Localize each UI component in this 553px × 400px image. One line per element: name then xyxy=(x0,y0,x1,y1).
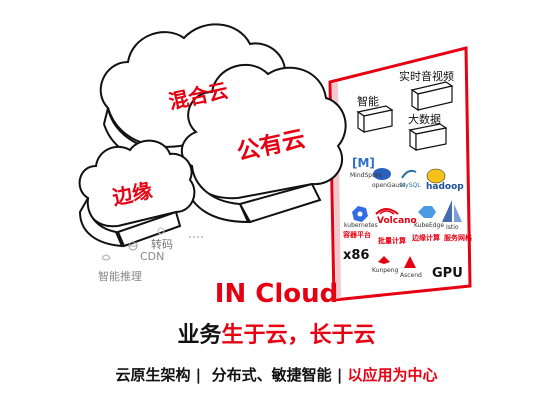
tagline: 云原生架构 | 分布式、敏捷智能 | 以应用为中心 xyxy=(0,364,553,385)
kubernetes-caption: kubernetes xyxy=(344,222,378,229)
edge-cloud xyxy=(78,139,196,228)
cdn-icon xyxy=(128,241,138,251)
slogan: 业务生于云，长于云 xyxy=(0,317,553,349)
volcano-caption: Volcano xyxy=(377,216,417,226)
kunpeng-icon xyxy=(378,256,390,264)
ai-inference-label: 智能推理 xyxy=(98,270,142,283)
mindspore-logo: [M] xyxy=(352,156,375,170)
realtime-av-label: 实时音视频 xyxy=(399,70,454,83)
kubeedge-caption: KubeEdge xyxy=(414,222,445,229)
hadoop-icon xyxy=(426,168,446,184)
kunpeng-label: Kunpeng xyxy=(372,267,399,274)
edge-compute-label: 边缘计算 xyxy=(412,234,440,242)
opengauss-icon xyxy=(373,168,391,180)
block-realtime-av xyxy=(410,81,454,112)
slogan-black: 业务 xyxy=(177,323,222,348)
container-platform-label: 容器平台 xyxy=(343,231,371,239)
transcode-icon xyxy=(157,227,203,238)
mindspore-caption: MindSpore xyxy=(350,172,382,179)
block-intelligence xyxy=(356,105,394,134)
x86-label: x86 xyxy=(343,248,370,263)
tagline-black: 云原生架构 | 分布式、敏捷智能 | xyxy=(115,366,348,384)
opengauss-caption: openGauss xyxy=(372,182,406,189)
batch-compute-label: 批量计算 xyxy=(378,237,406,245)
tagline-red: 以应用为中心 xyxy=(347,366,438,384)
service-mesh-label: 服务网格 xyxy=(444,234,472,242)
hadoop-caption: hadoop xyxy=(426,182,464,192)
volcano-icon xyxy=(375,208,399,215)
ascend-icon xyxy=(404,256,416,268)
gpu-label: GPU xyxy=(432,266,463,281)
ai-inference-icon xyxy=(101,254,111,261)
istio-icon xyxy=(442,200,462,222)
cdn-label: CDN xyxy=(140,250,165,263)
kubernetes-icon xyxy=(352,206,368,222)
intelligence-label: 智能 xyxy=(357,95,379,108)
in-cloud-title: IN Cloud xyxy=(214,279,339,309)
mysql-caption: MySQL xyxy=(400,182,421,189)
istio-caption: Istio xyxy=(446,224,459,231)
mysql-icon xyxy=(401,169,417,179)
slogan-red: 生于云，长于云 xyxy=(221,323,376,348)
big-data-label: 大数据 xyxy=(408,113,441,126)
kubeedge-icon xyxy=(418,206,436,218)
block-big-data xyxy=(408,123,448,152)
ascend-label: Ascend xyxy=(400,272,422,279)
transcode-label: 转码 xyxy=(151,238,173,251)
